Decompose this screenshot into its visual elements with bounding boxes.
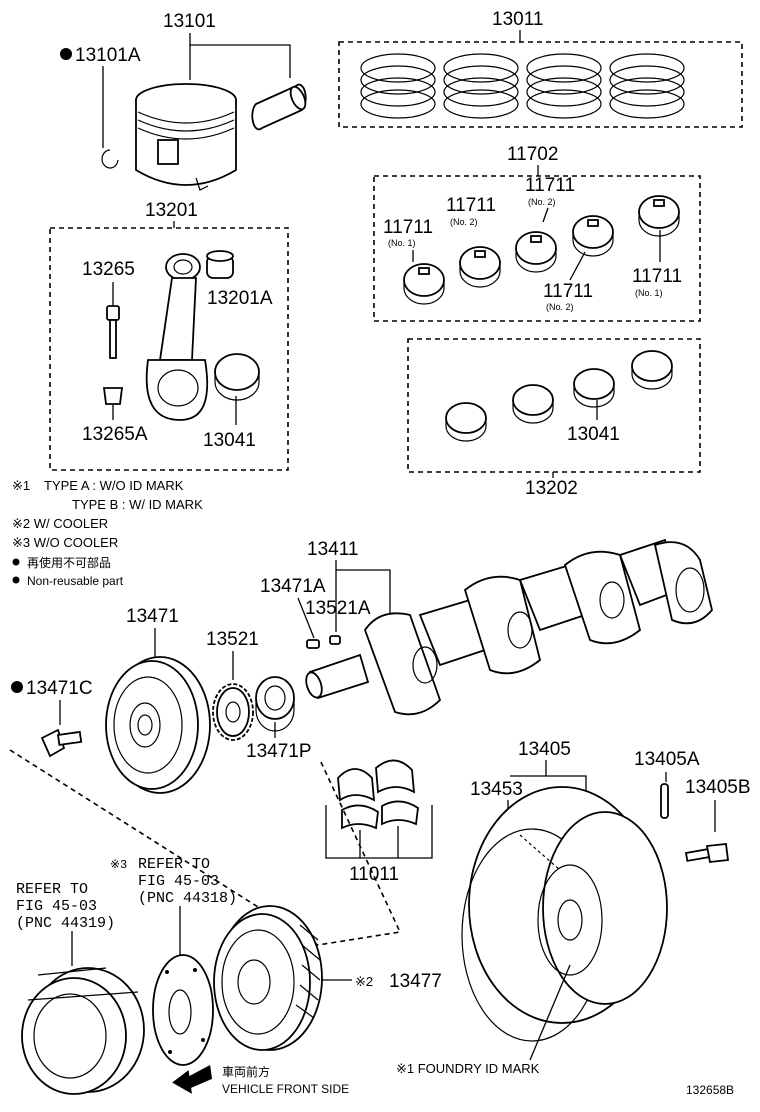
label-11711-no1-right: 11711 <box>632 266 682 287</box>
crank-key-icon <box>306 635 341 649</box>
label-13202: 13202 <box>525 478 578 499</box>
label-13265A: 13265A <box>82 424 148 445</box>
label-13405: 13405 <box>518 739 571 760</box>
label-11711-no2-a: 11711 <box>446 195 496 216</box>
non-reusable-dot-icon <box>60 48 72 60</box>
figure-id: 132658B <box>686 1083 734 1097</box>
label-13521A: 13521A <box>305 598 371 619</box>
pulley-plate-icon <box>152 954 214 1066</box>
label-11711-no1-left: 11711 <box>383 217 433 238</box>
label-13041-right: 13041 <box>567 424 620 445</box>
label-13471A: 13471A <box>260 576 326 597</box>
label-11711-no2-b: 11711 <box>525 175 575 196</box>
thrust-washer-icon <box>337 759 419 830</box>
rod-bearing-shells-icon <box>445 350 673 442</box>
label-13101: 13101 <box>163 11 216 32</box>
flywheel-bolt-icon <box>684 843 730 863</box>
cooler-pulley-icon <box>21 967 145 1095</box>
piston-pin-icon <box>251 83 307 131</box>
small-end-bushing-icon <box>206 250 234 279</box>
ring-set-box <box>338 41 743 128</box>
rod-bolt-icon <box>106 305 120 359</box>
label-13201A: 13201A <box>207 288 273 309</box>
label-13477: 13477 <box>389 971 442 992</box>
label-11702: 11702 <box>507 144 558 165</box>
main-bearing-shells-icon <box>403 195 680 305</box>
sublabel-no1-right: (No. 1) <box>635 288 663 298</box>
label-13201: 13201 <box>145 200 198 221</box>
rod-nut-icon <box>102 387 124 405</box>
refer-3-line2: FIG 45-03 <box>138 873 219 890</box>
rod-bearing-box <box>407 338 701 473</box>
note-2: ※2 W/ COOLER <box>12 516 108 531</box>
front-side-en: VEHICLE FRONT SIDE <box>222 1082 349 1096</box>
note-non-reusable-en: Non-reusable part <box>27 574 124 588</box>
refer-left-line3: (PNC 44319) <box>16 915 115 932</box>
snap-ring-icon <box>101 149 119 169</box>
rod-bearing-icon <box>214 353 260 401</box>
pulley-bolt-icon <box>40 728 83 758</box>
sublabel-no2-a: (No. 2) <box>450 217 478 227</box>
note-1-mark: ※1 <box>12 478 30 493</box>
label-13521: 13521 <box>206 629 259 650</box>
front-side-jp: 車両前方 <box>222 1064 270 1079</box>
foundry-id-mark-note: ※1 FOUNDRY ID MARK <box>396 1061 540 1076</box>
label-11711-no2-c: 11711 <box>543 281 593 302</box>
crankshaft-icon <box>305 538 713 716</box>
label-13101A: 13101A <box>75 45 141 66</box>
refer-left-line2: FIG 45-03 <box>16 898 97 915</box>
label-13411: 13411 <box>307 539 358 560</box>
label-13405B: 13405B <box>685 777 751 798</box>
refer-left-line1: REFER TO <box>16 881 88 898</box>
refer-3-line3: (PNC 44318) <box>138 890 237 907</box>
label-13265: 13265 <box>82 259 135 280</box>
dowel-pin-icon <box>660 783 669 819</box>
timing-gear-icon <box>212 683 254 741</box>
non-reusable-dot-icon <box>11 681 23 693</box>
non-reusable-dot-icon <box>12 558 20 566</box>
connecting-rod-box <box>49 227 289 471</box>
label-13471P: 13471P <box>246 741 312 762</box>
non-reusable-dot-icon <box>12 576 20 584</box>
note-non-reusable-jp: 再使用不可部品 <box>27 555 111 570</box>
arrow-left-icon <box>172 1065 213 1094</box>
sublabel-no2-b: (No. 2) <box>528 197 556 207</box>
label-13041-left: 13041 <box>203 430 256 451</box>
refer-3-line1: REFER TO <box>138 856 210 873</box>
note-3: ※3 W/O COOLER <box>12 535 118 550</box>
label-13471C: 13471C <box>26 678 93 699</box>
main-bearing-box <box>373 175 701 322</box>
damper-pulley-icon <box>213 905 323 1051</box>
sublabel-no2-c: (No. 2) <box>546 302 574 312</box>
sublabel-no1-left: (No. 1) <box>388 238 416 248</box>
spacer-icon <box>255 676 295 732</box>
label-11011: 11011 <box>349 864 399 885</box>
piston-rings-icon <box>360 53 685 119</box>
label-13471: 13471 <box>126 606 179 627</box>
connecting-rod-icon <box>145 253 209 421</box>
refer-3-mark: ※3 <box>110 858 127 872</box>
label-13453: 13453 <box>470 779 523 800</box>
note-1-line2: TYPE B : W/ ID MARK <box>72 497 203 512</box>
note-1-line1: TYPE A : W/O ID MARK <box>44 478 184 493</box>
label-13405A: 13405A <box>634 749 700 770</box>
crank-pulley-icon <box>105 656 211 794</box>
label-13011: 13011 <box>492 9 543 30</box>
flywheel-icon <box>461 786 668 1042</box>
piston-icon <box>135 83 237 191</box>
mark-2: ※2 <box>355 974 373 989</box>
